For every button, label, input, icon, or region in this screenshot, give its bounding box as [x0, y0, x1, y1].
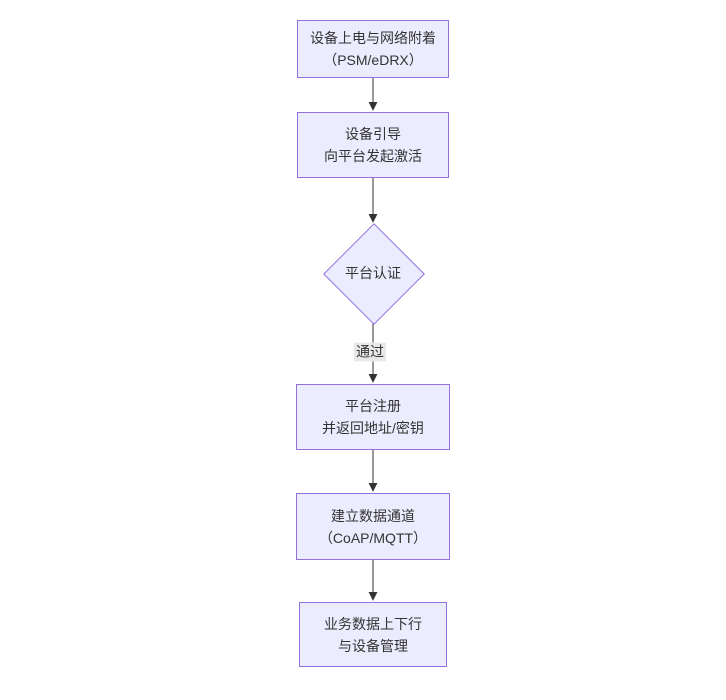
node-device-bootstrap: 设备引导 向平台发起激活 — [297, 112, 449, 178]
node-label-line: 平台认证 — [345, 265, 401, 281]
node-business-data: 业务数据上下行 与设备管理 — [299, 602, 447, 667]
node-label-line: 平台注册 — [345, 398, 401, 414]
node-label-line: 设备引导 — [345, 126, 401, 142]
node-data-channel: 建立数据通道 （CoAP/MQTT） — [296, 493, 450, 560]
node-label-line: 业务数据上下行 — [324, 615, 422, 632]
node-label-line: 设备上电与网络附着 — [310, 30, 436, 46]
node-label-line: （CoAP/MQTT） — [318, 529, 428, 546]
node-platform-register: 平台注册 并返回地址/密钥 — [296, 384, 450, 450]
node-label-line: （PSM/eDRX） — [323, 52, 423, 68]
edge-label-pass: 通过 — [354, 342, 386, 362]
node-label-line: 并返回地址/密钥 — [322, 420, 424, 436]
node-platform-auth-decision: 平台认证 — [322, 222, 425, 325]
node-device-power-attach: 设备上电与网络附着 （PSM/eDRX） — [297, 20, 449, 78]
node-label-line: 向平台发起激活 — [324, 148, 422, 164]
node-label-line: 建立数据通道 — [331, 507, 415, 524]
node-label-line: 与设备管理 — [338, 637, 408, 654]
